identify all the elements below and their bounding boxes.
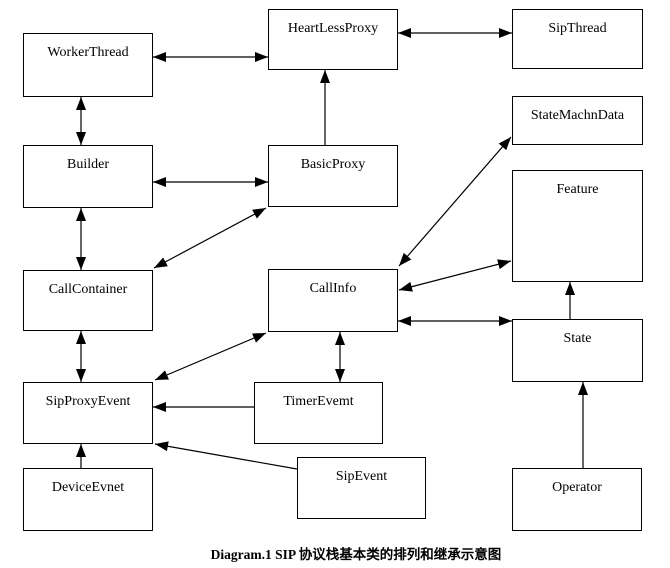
class-box-heartless-proxy: HeartLessProxy bbox=[268, 9, 398, 70]
arrow-sipevent-sipproxyevent bbox=[154, 441, 298, 470]
arrowhead-icon bbox=[76, 444, 86, 457]
arrow-callinfo-feature bbox=[398, 259, 512, 292]
arrowhead-icon bbox=[255, 177, 268, 187]
arrowhead-icon bbox=[153, 177, 166, 187]
arrowhead-icon bbox=[497, 259, 511, 270]
arrow-state-feature bbox=[565, 282, 575, 319]
class-box-operator: Operator bbox=[512, 468, 642, 531]
class-box-call-container: CallContainer bbox=[23, 270, 153, 331]
arrowhead-icon bbox=[155, 370, 169, 380]
class-box-timer-evemt: TimerEvemt bbox=[254, 382, 383, 444]
class-box-worker-thread: WorkerThread bbox=[23, 33, 153, 97]
arrowhead-icon bbox=[320, 70, 330, 83]
arrow-timerevemt-sipproxyevent bbox=[153, 402, 254, 412]
arrowhead-icon bbox=[498, 137, 511, 151]
arrow-workerthread-builder bbox=[76, 97, 86, 145]
class-box-basic-proxy: BasicProxy bbox=[268, 145, 398, 207]
class-box-device-evnet: DeviceEvnet bbox=[23, 468, 153, 531]
arrowhead-icon bbox=[565, 282, 575, 295]
arrowhead-icon bbox=[252, 208, 266, 219]
arrowhead-icon bbox=[398, 316, 411, 326]
arrowhead-icon bbox=[252, 333, 266, 343]
arrowhead-icon bbox=[155, 441, 169, 452]
class-box-builder: Builder bbox=[23, 145, 153, 208]
arrow-callinfo-statemachndata bbox=[398, 136, 512, 267]
arrowhead-icon bbox=[255, 52, 268, 62]
class-box-label-state-machn-data: StateMachnData bbox=[530, 108, 625, 123]
arrowhead-icon bbox=[335, 369, 345, 382]
arrow-heartlessproxy-sipthread bbox=[398, 28, 512, 38]
class-box-label-operator: Operator bbox=[552, 480, 602, 495]
arrow-operator-state bbox=[578, 382, 588, 468]
arrowhead-icon bbox=[499, 28, 512, 38]
arrowhead-icon bbox=[76, 331, 86, 344]
class-box-label-timer-evemt: TimerEvemt bbox=[283, 394, 354, 409]
class-box-sip-event: SipEvent bbox=[297, 457, 426, 519]
class-box-label-heartless-proxy: HeartLessProxy bbox=[287, 21, 379, 36]
class-box-label-sip-proxy-event: SipProxyEvent bbox=[45, 394, 131, 409]
arrowhead-icon bbox=[154, 257, 168, 268]
class-box-label-call-container: CallContainer bbox=[48, 282, 128, 297]
arrow-callinfo-timerevemt bbox=[335, 332, 345, 382]
class-box-call-info: CallInfo bbox=[268, 269, 398, 332]
class-box-label-sip-thread: SipThread bbox=[548, 21, 607, 36]
arrow-workerthread-heartlessproxy bbox=[153, 52, 268, 62]
arrow-callinfo-state bbox=[398, 316, 512, 326]
arrow-callinfo-sipproxyevent bbox=[154, 332, 267, 381]
arrow-basicproxy-callcontainer bbox=[153, 207, 267, 269]
arrow-basicproxy-heartlessproxy bbox=[320, 70, 330, 145]
class-box-feature: Feature bbox=[512, 170, 643, 282]
class-box-state: State bbox=[512, 319, 643, 382]
arrowhead-icon bbox=[153, 402, 166, 412]
arrowhead-icon bbox=[399, 252, 412, 266]
class-box-label-feature: Feature bbox=[556, 182, 599, 197]
class-box-sip-proxy-event: SipProxyEvent bbox=[23, 382, 153, 444]
arrowhead-icon bbox=[76, 97, 86, 110]
arrow-builder-basicproxy bbox=[153, 177, 268, 187]
class-box-label-device-evnet: DeviceEvnet bbox=[51, 480, 125, 495]
class-box-label-basic-proxy: BasicProxy bbox=[300, 157, 366, 172]
class-box-state-machn-data: StateMachnData bbox=[512, 96, 643, 145]
class-box-label-sip-event: SipEvent bbox=[335, 469, 388, 484]
arrowhead-icon bbox=[76, 257, 86, 270]
arrow-callcontainer-sipproxyevent bbox=[76, 331, 86, 382]
class-box-label-worker-thread: WorkerThread bbox=[47, 45, 129, 60]
arrowhead-icon bbox=[76, 132, 86, 145]
arrow-deviceevnet-sipproxyevent bbox=[76, 444, 86, 468]
class-box-sip-thread: SipThread bbox=[512, 9, 643, 69]
arrowhead-icon bbox=[578, 382, 588, 395]
class-box-label-builder: Builder bbox=[67, 157, 109, 172]
arrowhead-icon bbox=[153, 52, 166, 62]
diagram-caption: Diagram.1 SIP 协议栈基本类的排列和继承示意图 bbox=[210, 547, 502, 562]
arrow-builder-callcontainer bbox=[76, 208, 86, 270]
arrowhead-icon bbox=[398, 28, 411, 38]
arrowhead-icon bbox=[499, 316, 512, 326]
class-box-label-call-info: CallInfo bbox=[309, 281, 357, 296]
arrowhead-icon bbox=[76, 208, 86, 221]
arrowhead-icon bbox=[399, 281, 413, 292]
arrowhead-icon bbox=[335, 332, 345, 345]
arrowhead-icon bbox=[76, 369, 86, 382]
class-box-label-state: State bbox=[563, 331, 592, 346]
